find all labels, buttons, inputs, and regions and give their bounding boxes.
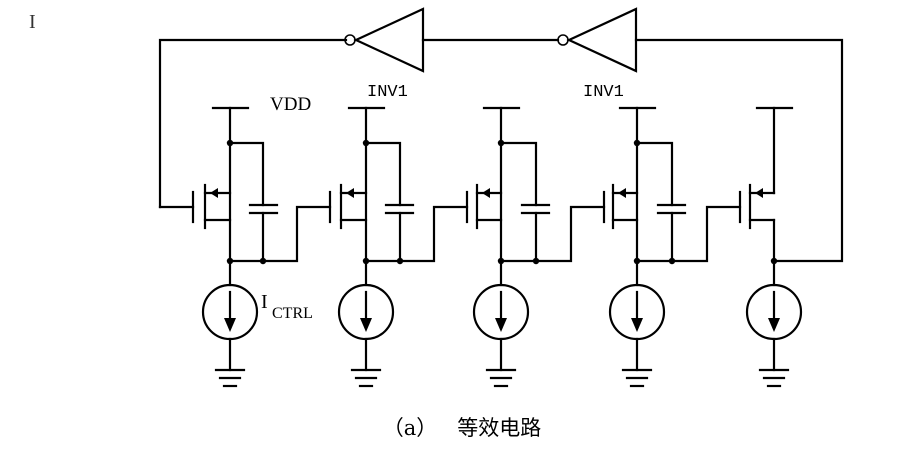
stage-2 [328,106,469,388]
current-label-main: I [261,291,268,313]
stage-5 [738,106,803,388]
stage-4 [602,106,742,388]
inverter-left [344,7,425,73]
feedback-loop [158,38,844,263]
vdd-label: VDD [270,94,311,115]
inverter-left-label: INV1 [367,83,408,102]
caption-tag: （a） [382,416,438,440]
current-label-sub: CTRL [272,305,313,322]
figure-caption: （a） 等效电路 [0,412,924,442]
inverter-right-label: INV1 [583,83,624,102]
stage-1 [158,106,332,388]
inverter-right [557,7,638,73]
text-cursor-icon: I [29,11,36,33]
stage-3 [465,106,606,388]
caption-title: 等效电路 [457,416,542,440]
